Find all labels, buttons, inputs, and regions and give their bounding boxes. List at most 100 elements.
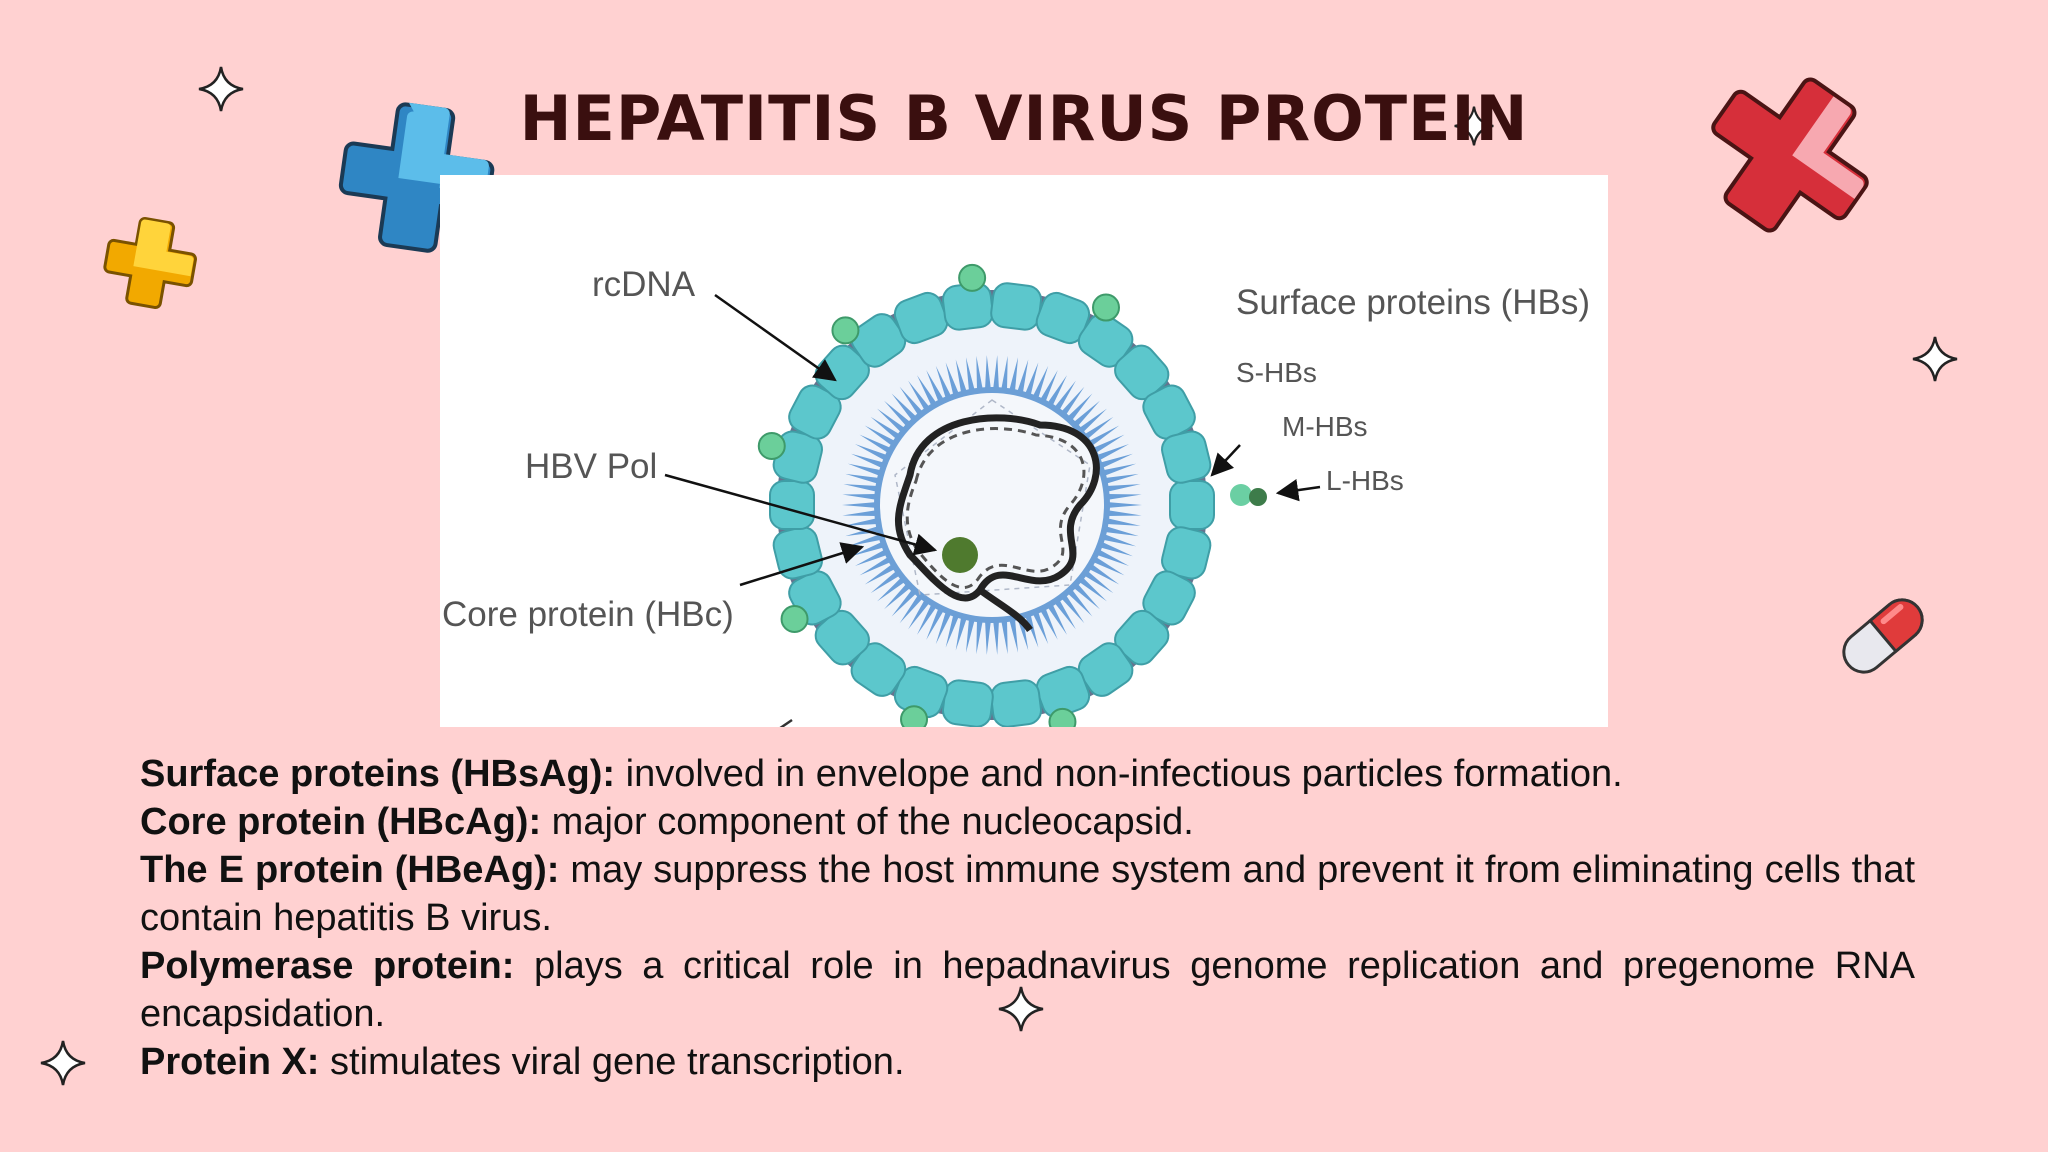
- capsid-spike: [1102, 534, 1137, 547]
- capsid-spike: [935, 365, 952, 399]
- surface-knob: [780, 605, 809, 633]
- capsid-spike: [843, 518, 878, 526]
- sparkle-icon: [998, 986, 1044, 1032]
- capsid-spike: [935, 611, 952, 645]
- capsid-spike: [1084, 570, 1114, 594]
- label-s-hbs: S-HBs: [1236, 357, 1317, 388]
- surface-knob: [1048, 707, 1077, 727]
- sparkle-icon: [198, 66, 244, 112]
- capsid-spike: [1078, 408, 1107, 433]
- capsid-spike: [917, 375, 937, 407]
- capsid-spike: [1017, 616, 1029, 651]
- capsid-spike: [877, 577, 906, 602]
- capsid-spike: [1040, 370, 1058, 403]
- protein-descriptions: Surface proteins (HBsAg): involved in en…: [140, 750, 1915, 1086]
- envelope-protein-blob: [990, 282, 1042, 331]
- capsid-spike: [1099, 541, 1133, 557]
- capsid-spike: [1001, 620, 1008, 655]
- capsid-spike: [1001, 355, 1008, 390]
- envelope-protein-blob: [942, 679, 994, 727]
- capsid-spike: [1047, 603, 1067, 635]
- virus-illustration: [664, 263, 1321, 727]
- description-e-protein: The E protein (HBeAg): may suppress the …: [140, 849, 1916, 939]
- capsid-spike: [1078, 577, 1107, 602]
- capsid-spike: [1093, 556, 1125, 576]
- capsid-spike: [1093, 434, 1125, 454]
- capsid-spike: [1054, 599, 1076, 630]
- capsid-spike: [884, 400, 911, 427]
- capsid-spike: [851, 453, 885, 469]
- capsid-spike: [1032, 611, 1049, 645]
- capsid-spike: [843, 484, 878, 492]
- capsid-spike: [1107, 494, 1142, 500]
- capsid-spike: [842, 502, 877, 508]
- capsid-spike: [1096, 443, 1130, 461]
- capsid-spike: [884, 583, 911, 610]
- capsid-spike: [1040, 607, 1058, 640]
- capsid-spike: [877, 408, 906, 433]
- description-polymerase-protein: Polymerase protein: plays a critical rol…: [140, 945, 1916, 1035]
- capsid-spike: [1104, 526, 1139, 537]
- capsid-spike: [891, 393, 917, 421]
- surface-knob: [958, 263, 987, 292]
- description-protein-x: Protein X: stimulates viral gene transcr…: [140, 1041, 905, 1083]
- capsid-spike: [1047, 375, 1067, 407]
- capsid-spike: [945, 614, 959, 648]
- hbv-structure-diagram: rcDNA HBV Pol Core protein (HBc) Surface…: [440, 175, 1608, 727]
- capsid-spike: [1073, 583, 1100, 610]
- capsid-spike: [985, 355, 991, 390]
- capsid-spike: [917, 603, 937, 635]
- surface-knob: [757, 431, 786, 460]
- capsid-spike: [1009, 357, 1019, 392]
- description-surface-proteins: Surface proteins (HBsAg): involved in en…: [140, 753, 1623, 795]
- capsid-spike: [945, 362, 959, 396]
- capsid-spike: [845, 473, 880, 484]
- sparkle-icon: [1454, 106, 1494, 146]
- capsid-spike: [864, 563, 896, 585]
- capsid-spike: [1096, 549, 1130, 567]
- capsid-spike: [854, 443, 888, 461]
- surface-knob: [900, 705, 929, 727]
- label-hbv-pol: HBV Pol: [525, 447, 658, 486]
- capsid-spike: [1073, 400, 1100, 427]
- capsid-spike: [1107, 502, 1142, 508]
- capsid-spike: [842, 510, 877, 516]
- capsid-spike: [1025, 362, 1039, 396]
- capsid-spike: [891, 589, 917, 617]
- capsid-spike: [976, 620, 983, 655]
- capsid-spike: [859, 556, 891, 576]
- capsid-spike: [870, 570, 900, 594]
- capsid-spike: [985, 620, 991, 655]
- capsid-spike: [976, 355, 983, 390]
- capsid-spike: [926, 370, 944, 403]
- capsid-spike: [955, 359, 967, 394]
- capsid-spike: [1061, 594, 1085, 624]
- surface-knob: [1092, 293, 1120, 322]
- capsid-spike: [908, 380, 930, 411]
- capsid-spike: [899, 594, 923, 624]
- capsid-spike: [926, 607, 944, 640]
- capsid-spike: [842, 494, 877, 500]
- surface-knob: [831, 316, 860, 345]
- pill-icon: [1842, 598, 1924, 674]
- label-l-hbs: L-HBs: [1326, 465, 1404, 496]
- yellow-cross-icon: [103, 217, 197, 309]
- capsid-spike: [859, 434, 891, 454]
- capsid-spike: [1088, 563, 1120, 585]
- capsid-spike: [908, 599, 930, 630]
- capsid-spike: [1067, 589, 1093, 617]
- capsid-spike: [1067, 393, 1093, 421]
- sparkle-icon: [40, 1040, 86, 1086]
- blue-cross-icon: [338, 102, 495, 253]
- envelope-protein-blob: [990, 679, 1042, 727]
- envelope-protein-blob: [1169, 480, 1215, 530]
- label-m-hbs: M-HBs: [1282, 411, 1368, 442]
- capsid-spike: [1102, 463, 1137, 476]
- capsid-spike: [1106, 518, 1141, 526]
- capsid-spike: [1099, 453, 1133, 469]
- capsid-spike: [1107, 510, 1142, 516]
- red-cross-icon: [1711, 77, 1869, 233]
- capsid-spike: [993, 355, 999, 390]
- capsid-spike: [1104, 473, 1139, 484]
- capsid-spike: [1032, 365, 1049, 399]
